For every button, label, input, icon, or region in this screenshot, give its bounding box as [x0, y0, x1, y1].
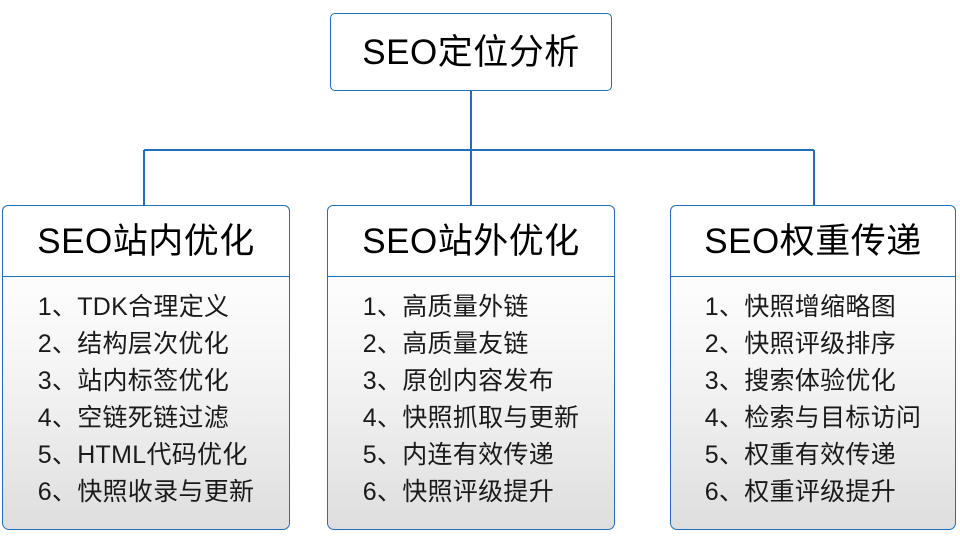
list-item: 2、快照评级排序 [704, 330, 896, 358]
list-item: 4、检索与目标访问 [704, 404, 922, 432]
list-item: 3、站内标签优化 [37, 367, 229, 395]
branch-2-body: 1、高质量外链 2、高质量友链 3、原创内容发布 4、快照抓取与更新 5、内连有… [327, 277, 615, 530]
list-item: 3、搜索体验优化 [704, 367, 896, 395]
list-item: 6、快照收录与更新 [37, 478, 255, 506]
list-item: 4、空链死链过滤 [37, 404, 229, 432]
list-item: 2、结构层次优化 [37, 330, 229, 358]
list-item: 4、快照抓取与更新 [362, 404, 580, 432]
branch-column-1: SEO站内优化 1、TDK合理定义 2、结构层次优化 3、站内标签优化 4、空链… [2, 205, 290, 530]
root-node: SEO定位分析 [330, 13, 612, 91]
branch-2-header: SEO站外优化 [327, 205, 615, 277]
list-item: 3、原创内容发布 [362, 367, 554, 395]
branch-2-list: 1、高质量外链 2、高质量友链 3、原创内容发布 4、快照抓取与更新 5、内连有… [363, 289, 580, 511]
branch-3-header-label: SEO权重传递 [704, 221, 922, 261]
root-node-label: SEO定位分析 [362, 32, 580, 72]
branch-3-header: SEO权重传递 [670, 205, 956, 277]
list-item: 5、内连有效传递 [362, 441, 554, 469]
branch-3-list: 1、快照增缩略图 2、快照评级排序 3、搜索体验优化 4、检索与目标访问 5、权… [705, 289, 922, 511]
branch-1-header: SEO站内优化 [2, 205, 290, 277]
branch-1-header-label: SEO站内优化 [37, 221, 255, 261]
list-item: 1、TDK合理定义 [37, 293, 230, 321]
list-item: 6、快照评级提升 [362, 478, 554, 506]
branch-column-2: SEO站外优化 1、高质量外链 2、高质量友链 3、原创内容发布 4、快照抓取与… [327, 205, 615, 530]
branch-1-list: 1、TDK合理定义 2、结构层次优化 3、站内标签优化 4、空链死链过滤 5、H… [38, 289, 255, 511]
list-item: 1、快照增缩略图 [704, 293, 896, 321]
list-item: 2、高质量友链 [362, 330, 529, 358]
branch-3-body: 1、快照增缩略图 2、快照评级排序 3、搜索体验优化 4、检索与目标访问 5、权… [670, 277, 956, 530]
branch-2-header-label: SEO站外优化 [362, 221, 580, 261]
branch-column-3: SEO权重传递 1、快照增缩略图 2、快照评级排序 3、搜索体验优化 4、检索与… [670, 205, 956, 530]
list-item: 5、权重有效传递 [704, 441, 896, 469]
list-item: 1、高质量外链 [362, 293, 529, 321]
list-item: 6、权重评级提升 [704, 478, 896, 506]
branch-1-body: 1、TDK合理定义 2、结构层次优化 3、站内标签优化 4、空链死链过滤 5、H… [2, 277, 290, 530]
list-item: 5、HTML代码优化 [37, 441, 248, 469]
